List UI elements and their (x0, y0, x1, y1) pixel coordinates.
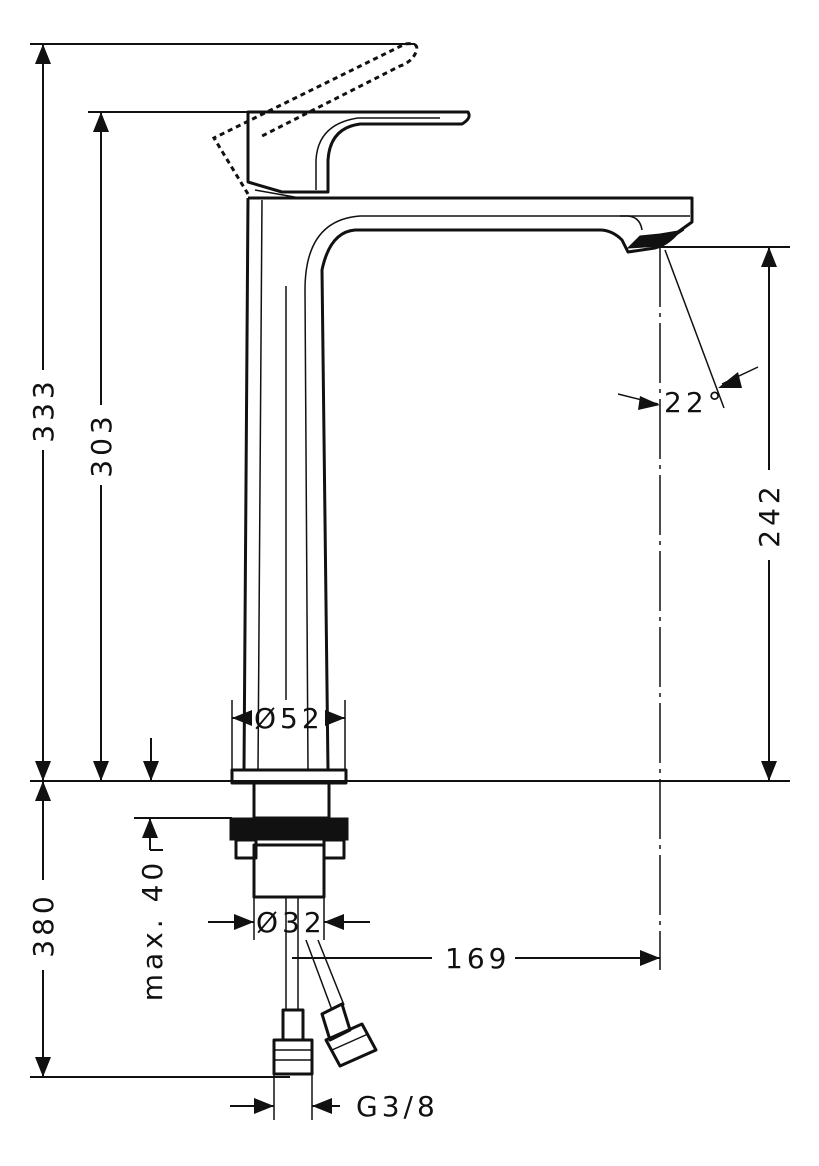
dim-max-40-label: max. 40 (136, 859, 169, 1001)
shank (252, 843, 326, 899)
lever (246, 110, 471, 194)
dim-242-label: 242 (753, 482, 786, 547)
deck-thickness-arrow (143, 738, 159, 781)
dim-169: 169 (292, 942, 660, 975)
dim-242: 242 (753, 247, 786, 781)
dim-angle-22-label: 22° (664, 386, 726, 419)
dim-303: 303 (85, 112, 118, 781)
dim-diameter-52-label: Ø52 (254, 702, 324, 735)
dim-169-label: 169 (445, 942, 510, 975)
dim-diameter-52: Ø52 (231, 700, 346, 770)
lever-open-dashed (211, 42, 419, 195)
dim-380: 380 (27, 781, 60, 1077)
mounting-nut (134, 817, 349, 860)
dim-diameter-32-label: Ø32 (256, 906, 326, 939)
dim-333: 333 (27, 44, 60, 781)
dim-g38: G3/8 (230, 1074, 439, 1123)
dim-angle-22: 22° (617, 249, 759, 419)
dim-g38-label: G3/8 (356, 1090, 439, 1123)
dim-333-label: 333 (27, 377, 60, 442)
dim-380-label: 380 (27, 892, 60, 957)
dim-303-label: 303 (85, 412, 118, 477)
dim-max-40: max. 40 (136, 818, 169, 1001)
supply-hoses (272, 897, 378, 1076)
base-plate (230, 768, 348, 820)
dim-diameter-32: Ø32 (208, 897, 370, 940)
faucet-body (242, 189, 694, 771)
